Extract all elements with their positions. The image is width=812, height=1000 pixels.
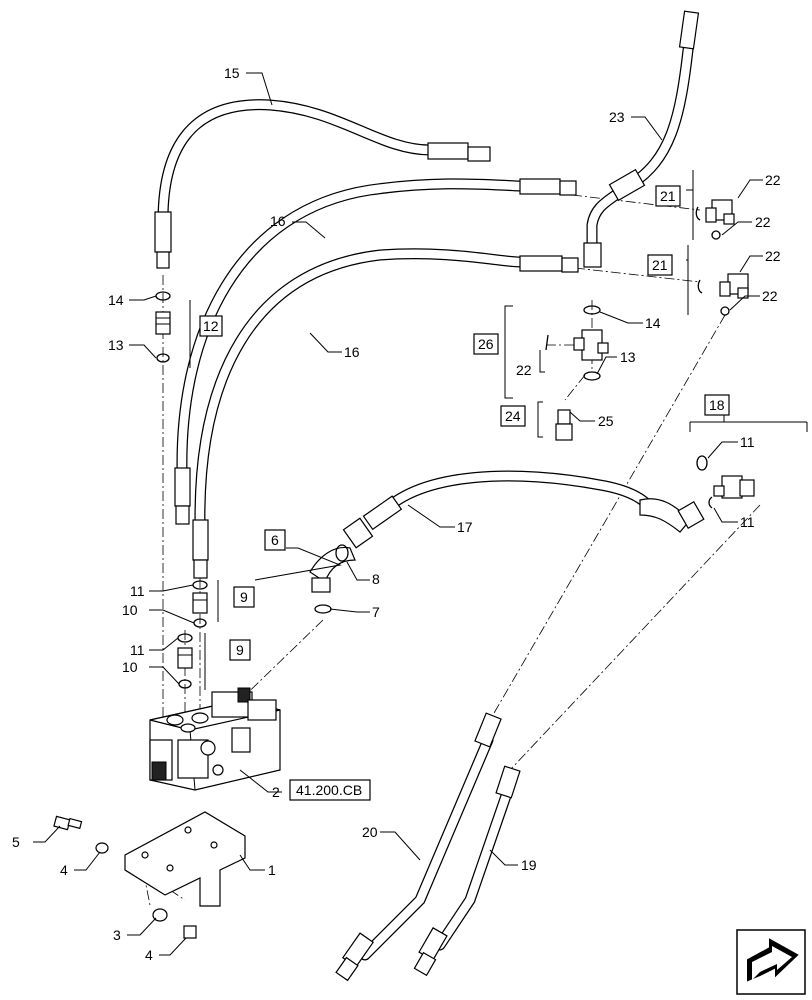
hose-16-inner	[192, 248, 579, 579]
hose-19	[413, 765, 521, 977]
callout-15: 15	[224, 65, 240, 81]
callout-12-boxed: 12	[203, 318, 219, 334]
callout-22: 22	[516, 362, 532, 378]
callout-22: 22	[755, 214, 771, 230]
callout-20: 20	[362, 824, 378, 840]
hose-20	[335, 712, 502, 982]
callout-22: 22	[765, 172, 781, 188]
fittings	[155, 199, 755, 689]
mounting-bracket	[53, 811, 246, 939]
callout-24-boxed: 24	[505, 408, 521, 424]
callout-9-boxed: 9	[236, 642, 244, 658]
callout-22: 22	[765, 248, 781, 264]
callout-11: 11	[130, 583, 145, 599]
hose-16-outer	[174, 178, 577, 525]
callout-21-boxed: 21	[660, 188, 676, 204]
callout-23: 23	[609, 109, 625, 125]
callout-14: 14	[108, 292, 124, 308]
boxed-callouts: 12 6 9 9 26 24 21 21 18 41.200.CB	[199, 185, 730, 801]
callout-6-boxed: 6	[271, 532, 279, 548]
callout-14: 14	[645, 315, 661, 331]
callout-4: 4	[145, 947, 153, 963]
callout-10: 10	[122, 602, 138, 618]
callout-25: 25	[598, 413, 614, 429]
callout-26-boxed: 26	[478, 336, 494, 352]
callout-16: 16	[344, 344, 360, 360]
callout-11: 11	[740, 514, 755, 530]
hose-15	[154, 99, 491, 269]
callout-13: 13	[620, 349, 636, 365]
callout-9-boxed: 9	[240, 589, 248, 605]
callout-17: 17	[457, 519, 473, 535]
callout-8: 8	[372, 571, 380, 587]
next-page-arrow-icon[interactable]	[736, 929, 806, 995]
callout-5: 5	[12, 834, 20, 850]
reference-link: 41.200.CB	[296, 782, 362, 798]
callout-labels: 15 16 16 23 14 13 11 10 11 10 8 7 17 14 …	[12, 65, 781, 963]
callout-7: 7	[372, 604, 380, 620]
callout-3: 3	[113, 927, 121, 943]
callout-21-boxed: 21	[652, 257, 668, 273]
callout-22: 22	[762, 288, 778, 304]
callout-10: 10	[122, 659, 138, 675]
control-valve	[149, 687, 281, 791]
callout-11: 11	[740, 434, 755, 450]
callout-11: 11	[130, 642, 145, 658]
callout-13: 13	[108, 337, 124, 353]
callout-16: 16	[270, 213, 286, 229]
callout-18-boxed: 18	[709, 397, 725, 413]
callout-4: 4	[60, 862, 68, 878]
hose-23	[583, 10, 700, 268]
hose-17	[342, 470, 705, 549]
callout-1: 1	[268, 862, 276, 878]
callout-2: 2	[272, 784, 280, 800]
leader-lines	[33, 72, 808, 956]
callout-19: 19	[521, 857, 537, 873]
